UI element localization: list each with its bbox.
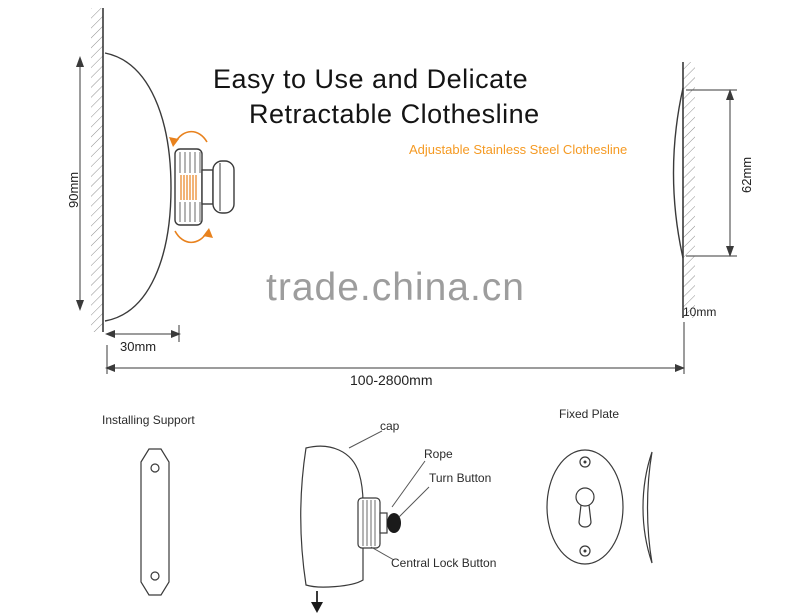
label-installing-support: Installing Support (102, 413, 195, 427)
dim-span-arrow-left (105, 364, 115, 372)
plate-keyhole-circle (575, 487, 595, 507)
label-turn-button: Turn Button (429, 471, 492, 485)
unit-spool (174, 148, 203, 226)
unit-end-knob (212, 160, 235, 214)
unit-body-profile (104, 52, 172, 322)
fixed-plate-drawing (546, 449, 653, 565)
support-hole-top (150, 463, 160, 473)
detail-body-outline (300, 445, 364, 588)
dim-62-arrow-down (726, 246, 734, 257)
dimension-30mm (105, 325, 181, 342)
label-cap: cap (380, 419, 400, 433)
turn-button-knob (387, 513, 401, 533)
left-wall (91, 8, 104, 332)
left-wall-hatch (91, 8, 103, 332)
wound-rope-icon (180, 175, 197, 200)
rotation-arrow-top-head-icon (169, 137, 179, 147)
dimension-90mm (76, 56, 84, 311)
cap-leader-line (348, 430, 383, 449)
detail-shaft (379, 512, 388, 534)
title-line1: Easy to Use and Delicate (213, 64, 529, 94)
plate-screw-dot-top (583, 460, 587, 464)
plate-screw-hole-bottom (579, 545, 591, 557)
rotation-arrow-bottom-icon (174, 230, 208, 244)
plate-outline (546, 449, 624, 565)
title-line2: Retractable Clothesline (249, 99, 540, 129)
dim-90-arrow-down (76, 300, 84, 311)
dimension-label-90mm: 90mm (66, 171, 81, 208)
label-rope: Rope (424, 447, 453, 461)
rope-leader-line (391, 460, 426, 508)
label-fixed-plate: Fixed Plate (559, 407, 620, 421)
support-bracket-outline (140, 448, 170, 596)
rotation-arrow-top-icon (174, 130, 208, 144)
right-wall-hatch (683, 62, 695, 318)
rotation-arrow-bottom-head-icon (203, 228, 213, 238)
watermark: trade.china.cn (266, 266, 525, 309)
subtitle: Adjustable Stainless Steel Clothesline (409, 142, 628, 157)
wall-plate-profile (672, 87, 684, 259)
clothesline-unit-side-view (104, 52, 235, 322)
detail-spool (357, 497, 381, 549)
dimension-label-62mm: 62mm (739, 156, 754, 193)
dim-span-arrow-right (675, 364, 685, 372)
plate-side-profile (642, 451, 653, 564)
plate-keyhole-slot (578, 504, 592, 528)
dim-90-arrow-up (76, 56, 84, 67)
dim-62-arrow-up (726, 89, 734, 100)
right-wall (672, 62, 695, 318)
detail-spool-ribs (362, 500, 376, 546)
dim-30-arrow-left (105, 330, 115, 338)
support-hole-bottom (150, 571, 160, 581)
dimension-label-30mm: 30mm (120, 339, 157, 354)
dimension-span (105, 322, 685, 374)
dimension-label-10mm: 10mm (683, 305, 717, 319)
plate-screw-hole-top (579, 456, 591, 468)
unit-shaft (201, 169, 214, 205)
installing-support-drawing (140, 448, 170, 596)
dim-30-arrow-right (171, 330, 181, 338)
central-lock-leader-line (370, 546, 395, 561)
spool-ribs (179, 152, 201, 222)
dimension-62mm (686, 89, 737, 257)
dimension-label-span: 100-2800mm (350, 372, 433, 388)
label-central-lock-button: Central Lock Button (391, 556, 497, 570)
unit-detail-drawing (300, 430, 430, 613)
turn-button-leader-line (398, 486, 430, 518)
plate-screw-dot-bottom (583, 549, 587, 553)
pull-arrow-head-icon (311, 602, 323, 613)
